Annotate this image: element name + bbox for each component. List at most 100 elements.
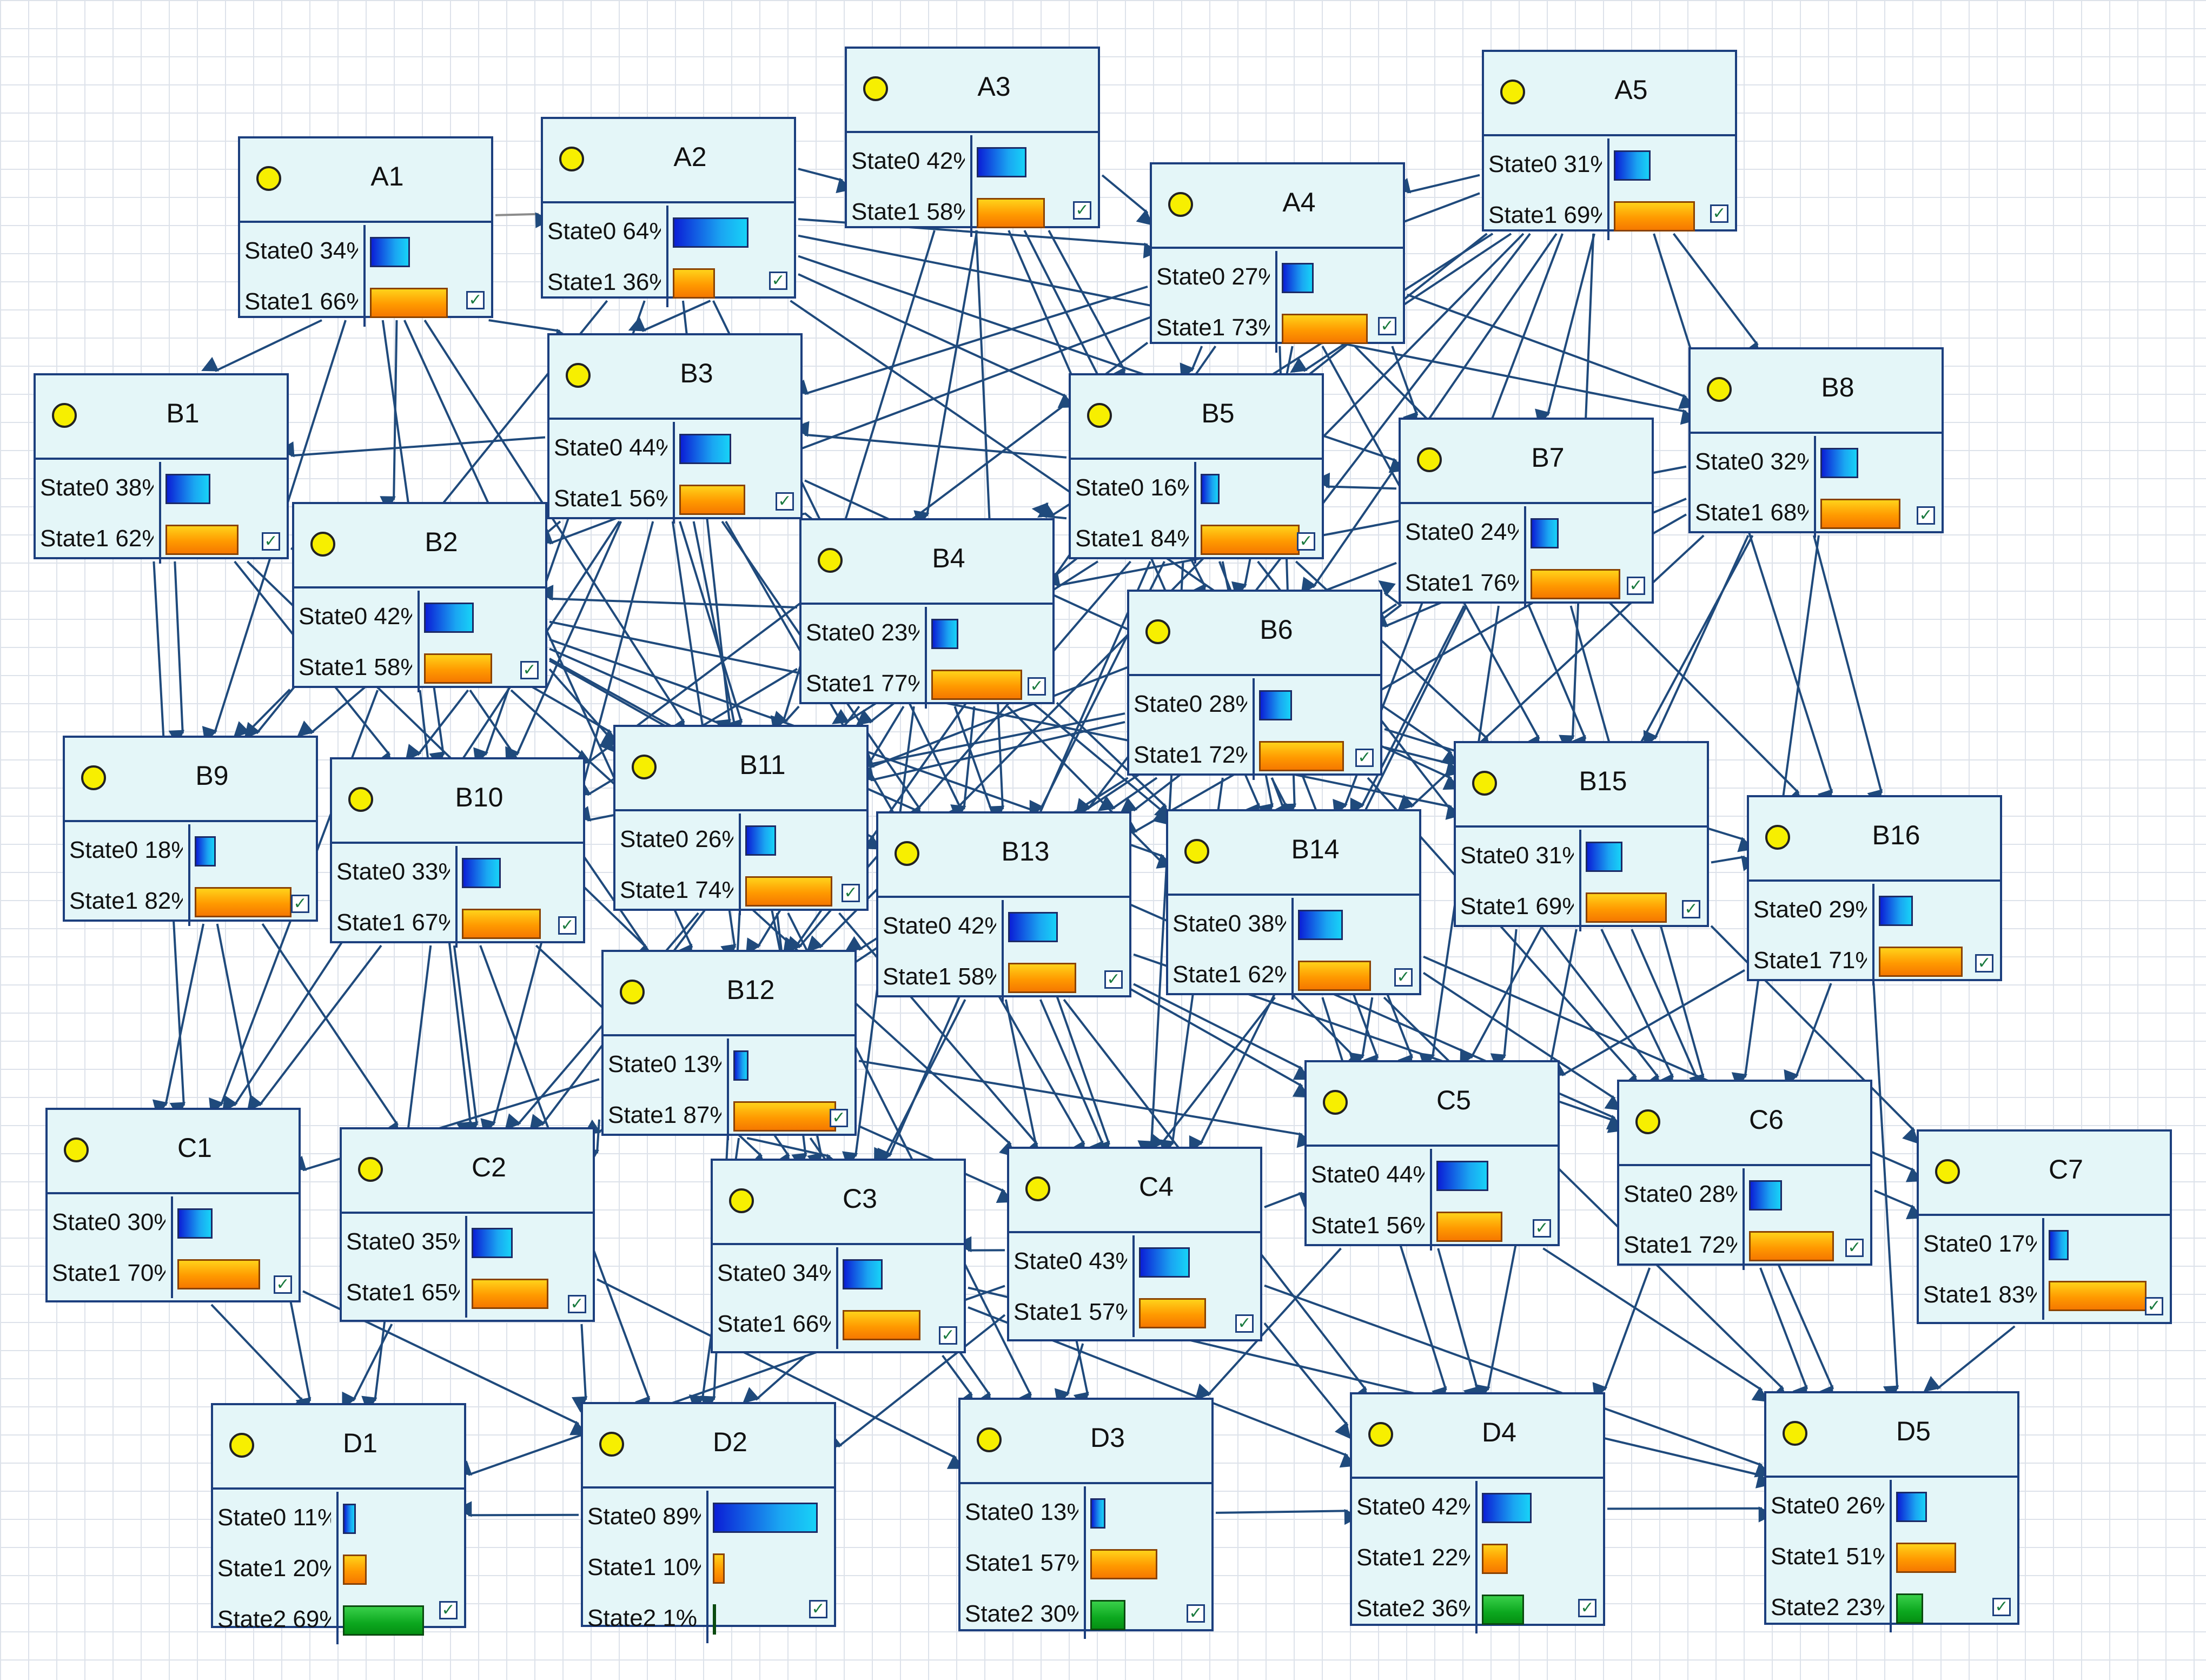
probability-bar [1896, 1492, 1927, 1522]
probability-bar [1482, 1544, 1508, 1574]
edge-c2-d1 [342, 1324, 393, 1410]
checkbox-icon[interactable]: ✓ [262, 532, 280, 551]
state-row: State1 62% [36, 513, 287, 564]
checkbox-icon[interactable]: ✓ [1104, 970, 1123, 989]
state-divider [706, 1542, 708, 1592]
checkbox-icon[interactable]: ✓ [1533, 1219, 1551, 1238]
checkbox-icon[interactable]: ✓ [830, 1109, 848, 1127]
checkbox-icon[interactable]: ✓ [776, 492, 794, 511]
state-label: State2 23% [1771, 1594, 1884, 1621]
node-title: C6 [1749, 1104, 1784, 1135]
state-divider [1132, 1286, 1135, 1337]
checkbox-icon[interactable]: ✓ [1378, 317, 1396, 335]
probability-bar [1259, 690, 1292, 720]
checkbox-icon[interactable]: ✓ [1917, 506, 1935, 525]
checkbox-icon[interactable]: ✓ [1975, 954, 1993, 973]
checkbox-icon[interactable]: ✓ [291, 895, 309, 913]
checkbox-icon[interactable]: ✓ [1682, 900, 1700, 918]
checkbox-icon[interactable]: ✓ [2145, 1297, 2163, 1315]
state-row: State0 26% [1766, 1480, 2017, 1531]
checkbox-icon[interactable]: ✓ [1992, 1598, 2011, 1616]
checkbox-icon[interactable]: ✓ [1235, 1314, 1254, 1333]
node-title: A5 [1614, 75, 1648, 105]
checkbox-icon[interactable]: ✓ [769, 272, 787, 290]
checkbox-icon[interactable]: ✓ [809, 1600, 827, 1618]
node-title: B7 [1531, 442, 1565, 473]
state-row: State1 58% [878, 951, 1129, 1002]
checkbox-icon[interactable]: ✓ [842, 884, 860, 902]
edge-b15-c6 [1600, 929, 1674, 1092]
checkbox-icon[interactable]: ✓ [1394, 968, 1413, 987]
state-label: State0 27% [1156, 263, 1270, 290]
state-row: State1 74% [615, 864, 866, 915]
checkbox-icon[interactable]: ✓ [1845, 1239, 1864, 1257]
status-dot-icon [1184, 839, 1209, 864]
checkbox-icon[interactable]: ✓ [439, 1601, 458, 1619]
checkbox-icon[interactable]: ✓ [1355, 749, 1374, 767]
checkbox-icon[interactable]: ✓ [558, 916, 577, 935]
state-divider [836, 1298, 838, 1349]
checkbox-icon[interactable]: ✓ [1073, 201, 1091, 220]
state-divider [1890, 1582, 1892, 1632]
checkbox-icon[interactable]: ✓ [1627, 577, 1645, 595]
edge-b14-c5 [1349, 997, 1374, 1069]
probability-bar [1896, 1543, 1956, 1573]
checkbox-icon[interactable]: ✓ [1710, 204, 1728, 223]
state-label: State1 69% [1488, 202, 1602, 228]
checkbox-icon[interactable]: ✓ [520, 661, 539, 679]
state-row: State1 70% [48, 1247, 299, 1298]
state-row: State0 17% [1919, 1218, 2170, 1269]
checkbox-icon[interactable]: ✓ [1297, 532, 1315, 551]
checkbox-icon[interactable]: ✓ [1028, 677, 1046, 696]
node-title: B12 [726, 975, 775, 1005]
status-dot-icon [632, 755, 657, 779]
state-label: State0 28% [1134, 691, 1247, 717]
checkbox-icon[interactable]: ✓ [568, 1295, 586, 1313]
state-row: State0 28% [1129, 678, 1380, 729]
checkbox-icon[interactable]: ✓ [1578, 1599, 1596, 1617]
checkbox-icon[interactable]: ✓ [939, 1326, 957, 1345]
checkbox-icon[interactable]: ✓ [274, 1275, 292, 1294]
probability-bar [1139, 1247, 1190, 1278]
state-label: State0 42% [299, 603, 412, 630]
state-divider [1253, 678, 1255, 729]
checkbox-icon[interactable]: ✓ [466, 291, 485, 309]
checkbox-icon[interactable]: ✓ [1187, 1604, 1205, 1623]
state-label: State1 56% [1311, 1212, 1425, 1239]
edge-b13-c4 [1039, 999, 1104, 1159]
